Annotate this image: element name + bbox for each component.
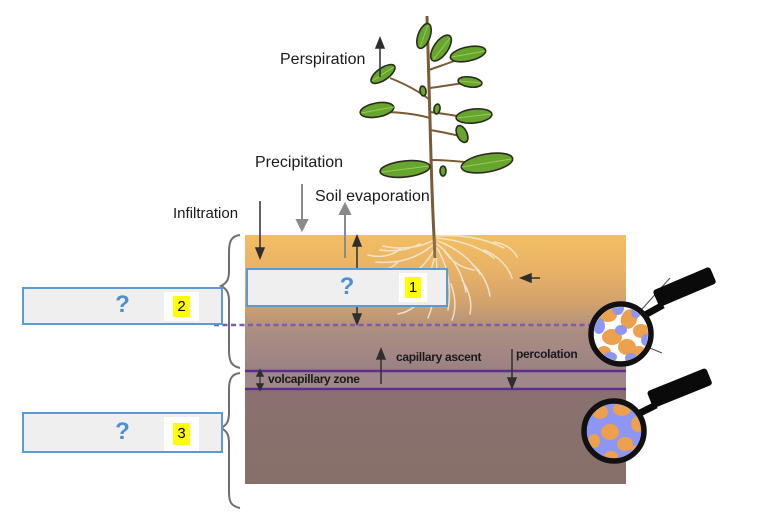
answer-box-3-number-box: 3: [164, 417, 199, 451]
answer-box-2-number-box: 2: [164, 292, 199, 321]
perspiration-arrow-icon: [374, 35, 386, 49]
percolation-arrow-icon: [506, 377, 518, 391]
brace-upper-zone: [218, 234, 241, 369]
infiltration-label: Infiltration: [173, 205, 239, 222]
brace-lower-zone: [218, 372, 241, 509]
perspiration-label: Perspiration: [280, 51, 366, 68]
evaporation-depth-double-arrow-icon: [351, 313, 363, 327]
magnifier-topsoil-icon: [588, 267, 716, 367]
leaf-veins: [360, 24, 512, 173]
flux-arrows: [254, 35, 540, 392]
answer-box-1-number-box: 1: [399, 273, 427, 302]
answer-box-2[interactable]: ? 2: [22, 287, 223, 325]
answer-box-3-placeholder: ?: [115, 417, 130, 445]
volcapillary-extent-double-arrow-icon: [255, 383, 265, 392]
answer-box-2-number: 2: [173, 295, 190, 318]
lateral-flow-arrow-icon: [518, 272, 532, 284]
volcapillary-zone-label: volcapillary zone: [268, 372, 360, 386]
answer-box-1-number: 1: [404, 276, 422, 299]
precipitation-label: Precipitation: [255, 154, 344, 171]
soil-evaporation-label: Soil evaporation: [315, 188, 430, 205]
plant: [359, 15, 514, 259]
capillary-ascent-arrow-icon: [375, 346, 387, 360]
infiltration-arrow-icon: [254, 247, 266, 261]
answer-box-2-placeholder: ?: [115, 291, 130, 319]
magnifier-groundwater-icon: [581, 368, 712, 464]
soil-evaporation-arrow-icon: [338, 201, 352, 215]
percolation-label: percolation: [516, 347, 578, 361]
answer-box-3-number: 3: [173, 423, 190, 445]
answer-box-1-placeholder: ?: [339, 272, 355, 300]
answer-box-1[interactable]: ? 1: [246, 268, 448, 307]
volcapillary-band: [245, 369, 626, 391]
capillary-ascent-label: capillary ascent: [396, 350, 482, 364]
precipitation-arrow-icon: [295, 219, 309, 233]
answer-box-3[interactable]: ? 3: [22, 412, 223, 453]
